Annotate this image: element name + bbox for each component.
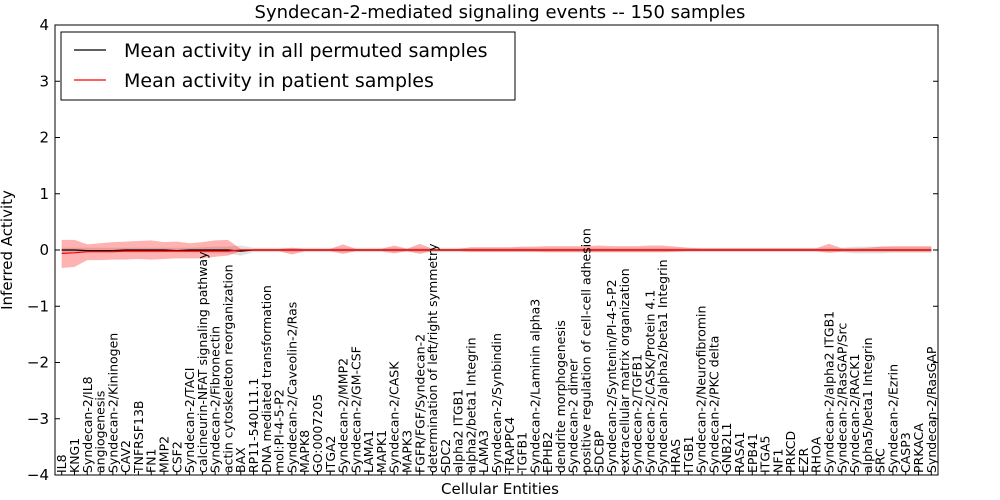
x-tick-label: Syndecan-2/Fibronectin — [208, 326, 223, 473]
y-tick-label: −2 — [27, 354, 49, 372]
x-tick-label: Syndecan-2/alpha2/beta1 Integrin — [655, 259, 670, 473]
x-tick-label: DNA mediated transformation — [259, 285, 274, 473]
x-tick-label: alpha2 ITGB1 — [451, 389, 466, 473]
x-axis: IL8KNG1Syndecan-2/IL8angiogenesisSyndeca… — [54, 228, 939, 475]
x-tick-label: Syndecan-2/RACK1 — [847, 354, 862, 473]
x-tick-label: Syndecan-2/TACI — [182, 368, 197, 473]
y-tick-label: 2 — [39, 129, 49, 147]
x-tick-label: BAX — [233, 447, 248, 473]
x-tick-label: positive regulation of cell-cell adhesio… — [579, 228, 594, 473]
x-tick-label: Syndecan-2/MMP2 — [336, 358, 351, 473]
x-tick-label: LAMA1 — [361, 430, 376, 473]
legend-label-patient: Mean activity in patient samples — [124, 70, 434, 92]
chart-title: Syndecan-2-mediated signaling events -- … — [255, 2, 746, 23]
y-tick-label: 4 — [39, 16, 49, 34]
plot-area: −4 −3 −2 −1 0 1 2 3 4 IL8KNG1Syndecan-2/IL8angio… — [27, 16, 939, 484]
x-tick-label: GNB2L1 — [719, 423, 734, 473]
x-tick-label: MAPK1 — [374, 430, 389, 473]
x-tick-label: TGFB1 — [515, 432, 530, 474]
x-tick-label: RHOA — [809, 436, 824, 473]
x-tick-label: MAPK8 — [297, 430, 312, 473]
legend-box — [60, 31, 516, 101]
x-axis-label: Cellular Entities — [441, 480, 559, 498]
x-tick-label: Syndecan-2/Kininogen — [105, 333, 120, 473]
x-tick-label: KNG1 — [67, 438, 82, 473]
x-tick-label: NF1 — [770, 449, 785, 474]
x-tick-label: TNFRSF13B — [131, 401, 146, 474]
x-tick-label: Syndecan-2/Caveolin-2/Ras — [284, 302, 299, 473]
x-tick-label: Syndecan-2/CASK/Protein 4.1 — [643, 290, 658, 473]
x-tick-label: ITGA5 — [758, 435, 773, 473]
x-tick-label: PRKACA — [911, 423, 926, 473]
x-tick-label: IL8 — [54, 454, 69, 473]
x-tick-label: LAMA3 — [476, 430, 491, 473]
x-tick-label: RP11-540L11.1 — [246, 378, 261, 473]
x-tick-label: Syndecan-2/CASK — [387, 361, 402, 473]
x-tick-label: EZR — [796, 448, 811, 473]
x-tick-label: HRAS — [668, 439, 683, 473]
x-tick-label: ITGA2 — [323, 435, 338, 473]
x-tick-label: angiogenesis — [93, 391, 108, 473]
x-tick-label: Syndecan-2/IL8 — [80, 376, 95, 473]
x-tick-label: SDCBP — [591, 430, 606, 473]
x-tick-label: mol:PI-4-5-P2 — [272, 389, 287, 473]
x-tick-label: alpha5/beta1 Integrin — [860, 337, 875, 473]
x-tick-label: SRC — [873, 448, 888, 473]
x-tick-label: alpha2/beta1 Integrin — [463, 337, 478, 473]
x-tick-label: CASP3 — [898, 432, 913, 473]
band-series-1 — [61, 239, 932, 268]
x-tick-label: calcineurin-NFAT signaling pathway — [195, 251, 210, 473]
x-tick-label: Syndecan-2/RasGAP/Src — [834, 323, 849, 473]
x-tick-label: Syndecan-2/Ezrin — [885, 364, 900, 473]
x-tick-label: SDC2 — [438, 439, 453, 473]
x-tick-label: Syndecan-2/PKC delta — [706, 336, 721, 473]
x-tick-label: Syndecan-2/TGFB1 — [630, 354, 645, 473]
y-tick-label: 1 — [39, 185, 49, 203]
x-tick-label: EPB41 — [745, 433, 760, 473]
confidence-bands — [61, 239, 932, 268]
x-tick-label: Syndecan-2/Syntenin/PI-4-5-P2 — [604, 279, 619, 473]
x-tick-label: TRAPPC4 — [502, 417, 517, 474]
x-tick-label: Syndecan-2/alpha2 ITGB1 — [822, 311, 837, 473]
x-tick-label: EPHB2 — [540, 432, 555, 473]
x-tick-label: CAV2 — [118, 440, 133, 473]
x-tick-label: PRKCD — [783, 431, 798, 473]
y-axis: −4 −3 −2 −1 0 1 2 3 4 — [27, 16, 938, 484]
x-tick-label: extracellular matrix organization — [617, 268, 632, 473]
x-tick-label: determination of left/right symmetry — [425, 243, 440, 473]
y-tick-label: 0 — [39, 241, 49, 259]
y-tick-label: 3 — [39, 72, 49, 90]
x-tick-label: actin cytoskeleton reorganization — [220, 264, 235, 473]
y-tick-label: −1 — [27, 297, 49, 315]
x-tick-label: FGFR/FGF/Syndecan-2 — [412, 334, 427, 473]
series-lines — [61, 249, 932, 254]
x-tick-label: MMP2 — [157, 436, 172, 473]
x-tick-label: Syndecan-2/Laminin alpha3 — [527, 299, 542, 473]
y-axis-label: Inferred Activity — [0, 190, 16, 310]
x-tick-label: MAPK3 — [400, 430, 415, 473]
x-tick-label: dendrite morphogenesis — [553, 320, 568, 473]
x-tick-label: CSF2 — [169, 441, 184, 473]
y-tick-label: −4 — [27, 466, 49, 484]
x-tick-label: RASA1 — [732, 432, 747, 473]
line-series-1 — [61, 249, 932, 254]
x-tick-label: Syndecan-2/GM-CSF — [348, 346, 363, 473]
legend: Mean activity in all permuted samples Me… — [60, 31, 516, 101]
x-tick-label: Syndecan-2/Neurofibromin — [694, 306, 709, 473]
x-tick-label: GO:0007205 — [310, 394, 325, 473]
x-tick-label: ITGB1 — [681, 435, 696, 473]
x-tick-label: Syndecan-2 dimer — [566, 358, 581, 473]
x-tick-label: FN1 — [144, 449, 159, 474]
legend-label-permuted: Mean activity in all permuted samples — [124, 40, 487, 62]
y-tick-label: −3 — [27, 410, 49, 428]
x-tick-label: Syndecan-2/RasGAP — [924, 346, 939, 473]
x-tick-label: Syndecan-2/Synbindin — [489, 333, 504, 473]
